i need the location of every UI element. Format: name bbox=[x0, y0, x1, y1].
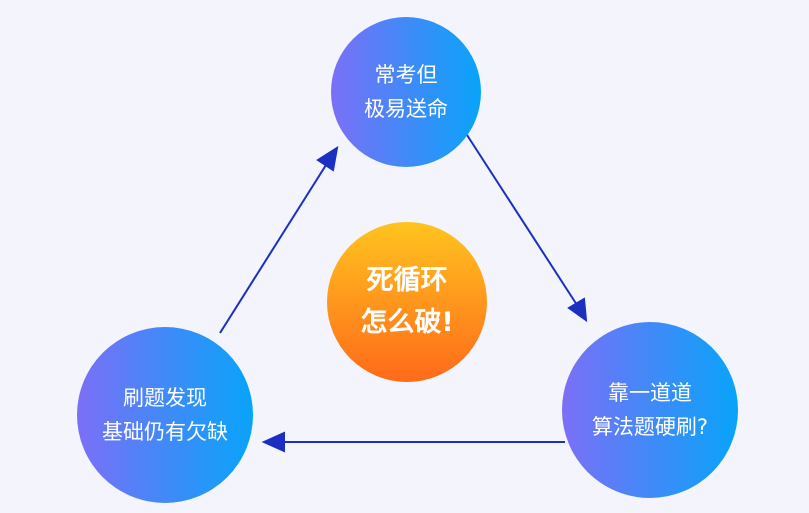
arrow-left-to-top bbox=[219, 164, 327, 334]
node-top-line1: 常考但 bbox=[374, 63, 438, 87]
node-right-line1: 靠一道道 bbox=[608, 381, 692, 405]
arrowhead-left bbox=[261, 431, 285, 453]
node-left: 刷题发现 基础仍有欠缺 bbox=[77, 327, 253, 503]
node-top: 常考但 极易送命 bbox=[331, 17, 481, 167]
node-left-line1: 刷题发现 bbox=[123, 386, 207, 410]
node-center: 死循环 怎么破! bbox=[327, 222, 487, 382]
arrowhead-top bbox=[316, 145, 339, 172]
node-right: 靠一道道 算法题硬刷? bbox=[562, 322, 738, 498]
node-top-line2: 极易送命 bbox=[364, 97, 448, 121]
node-center-line1: 死循环 bbox=[366, 265, 448, 296]
node-right-line2: 算法题硬刷? bbox=[591, 415, 709, 439]
node-left-line2: 基础仍有欠缺 bbox=[102, 420, 228, 444]
arrow-top-to-right bbox=[466, 134, 578, 306]
node-center-line2: 怎么破! bbox=[360, 307, 454, 338]
arrowhead-right bbox=[567, 297, 588, 323]
